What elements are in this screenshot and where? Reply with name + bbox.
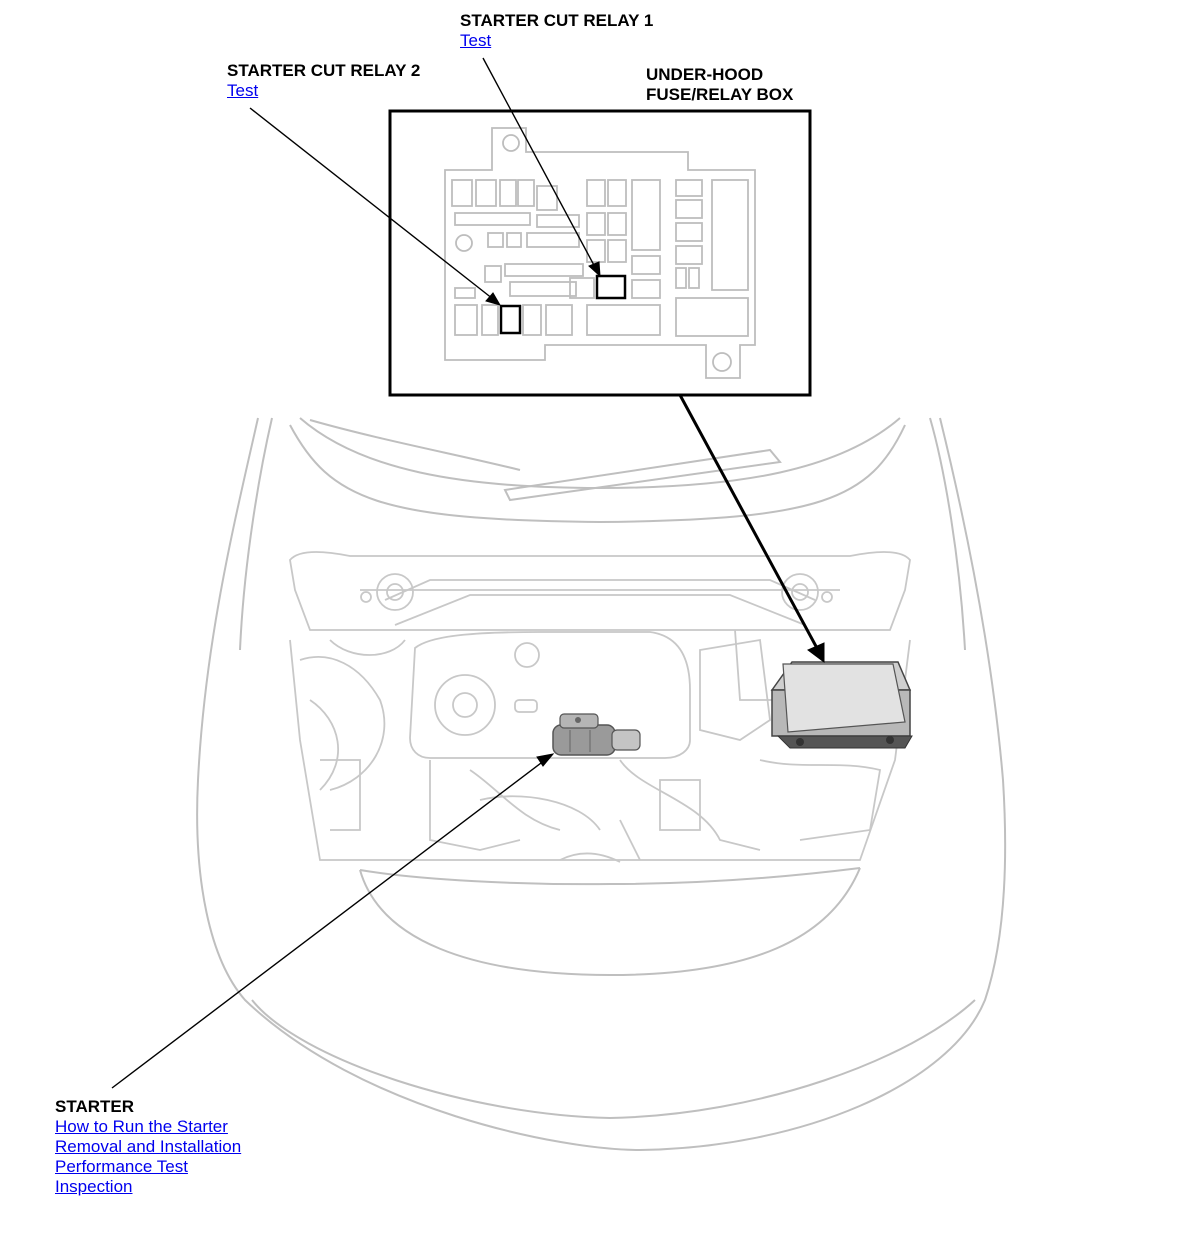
- starter-cut-relay-2-marker[interactable]: [499, 304, 522, 335]
- starter-motor[interactable]: [552, 713, 641, 756]
- relay-2-test-link[interactable]: Test: [227, 81, 259, 100]
- fuse-box-inset: [388, 109, 812, 397]
- fuse-box-title-line-1: UNDER-HOOD: [646, 65, 764, 84]
- leader-starter: [111, 759, 546, 1089]
- fuse-relay-box-callout: UNDER-HOOD FUSE/RELAY BOX: [646, 65, 793, 105]
- fuse-relay-box-3d[interactable]: [770, 661, 913, 749]
- fuse-box-title-line-2: FUSE/RELAY BOX: [646, 85, 794, 104]
- relay-1-test-link[interactable]: Test: [460, 31, 492, 50]
- leader-relay2: [249, 107, 494, 300]
- leader-lines: [111, 57, 825, 1089]
- starter-cut-relay-2-callout: STARTER CUT RELAY 2 Test: [227, 61, 420, 101]
- inspection-link[interactable]: Inspection: [55, 1177, 133, 1196]
- leader-relay1: [482, 57, 597, 270]
- arrowhead-relay2: [485, 292, 502, 306]
- how-to-run-starter-link[interactable]: How to Run the Starter: [55, 1117, 228, 1136]
- removal-installation-link[interactable]: Removal and Installation: [55, 1137, 242, 1156]
- starter-cut-relay-2-title: STARTER CUT RELAY 2: [227, 61, 421, 80]
- performance-test-link[interactable]: Performance Test: [55, 1157, 188, 1176]
- starter-callout: STARTER How to Run the Starter Removal a…: [55, 1097, 241, 1197]
- arrowhead-fusebox: [807, 642, 825, 663]
- vehicle-outline: [196, 417, 1007, 1152]
- leader-fusebox: [678, 394, 820, 651]
- starter-cut-relay-1-marker[interactable]: [595, 274, 627, 300]
- arrowhead-relay1: [588, 261, 601, 278]
- starter-cut-relay-1-title: STARTER CUT RELAY 1: [460, 11, 654, 30]
- starter-cut-relay-1-callout: STARTER CUT RELAY 1 Test: [460, 11, 653, 51]
- arrowhead-starter: [536, 753, 555, 767]
- starter-title: STARTER: [55, 1097, 135, 1116]
